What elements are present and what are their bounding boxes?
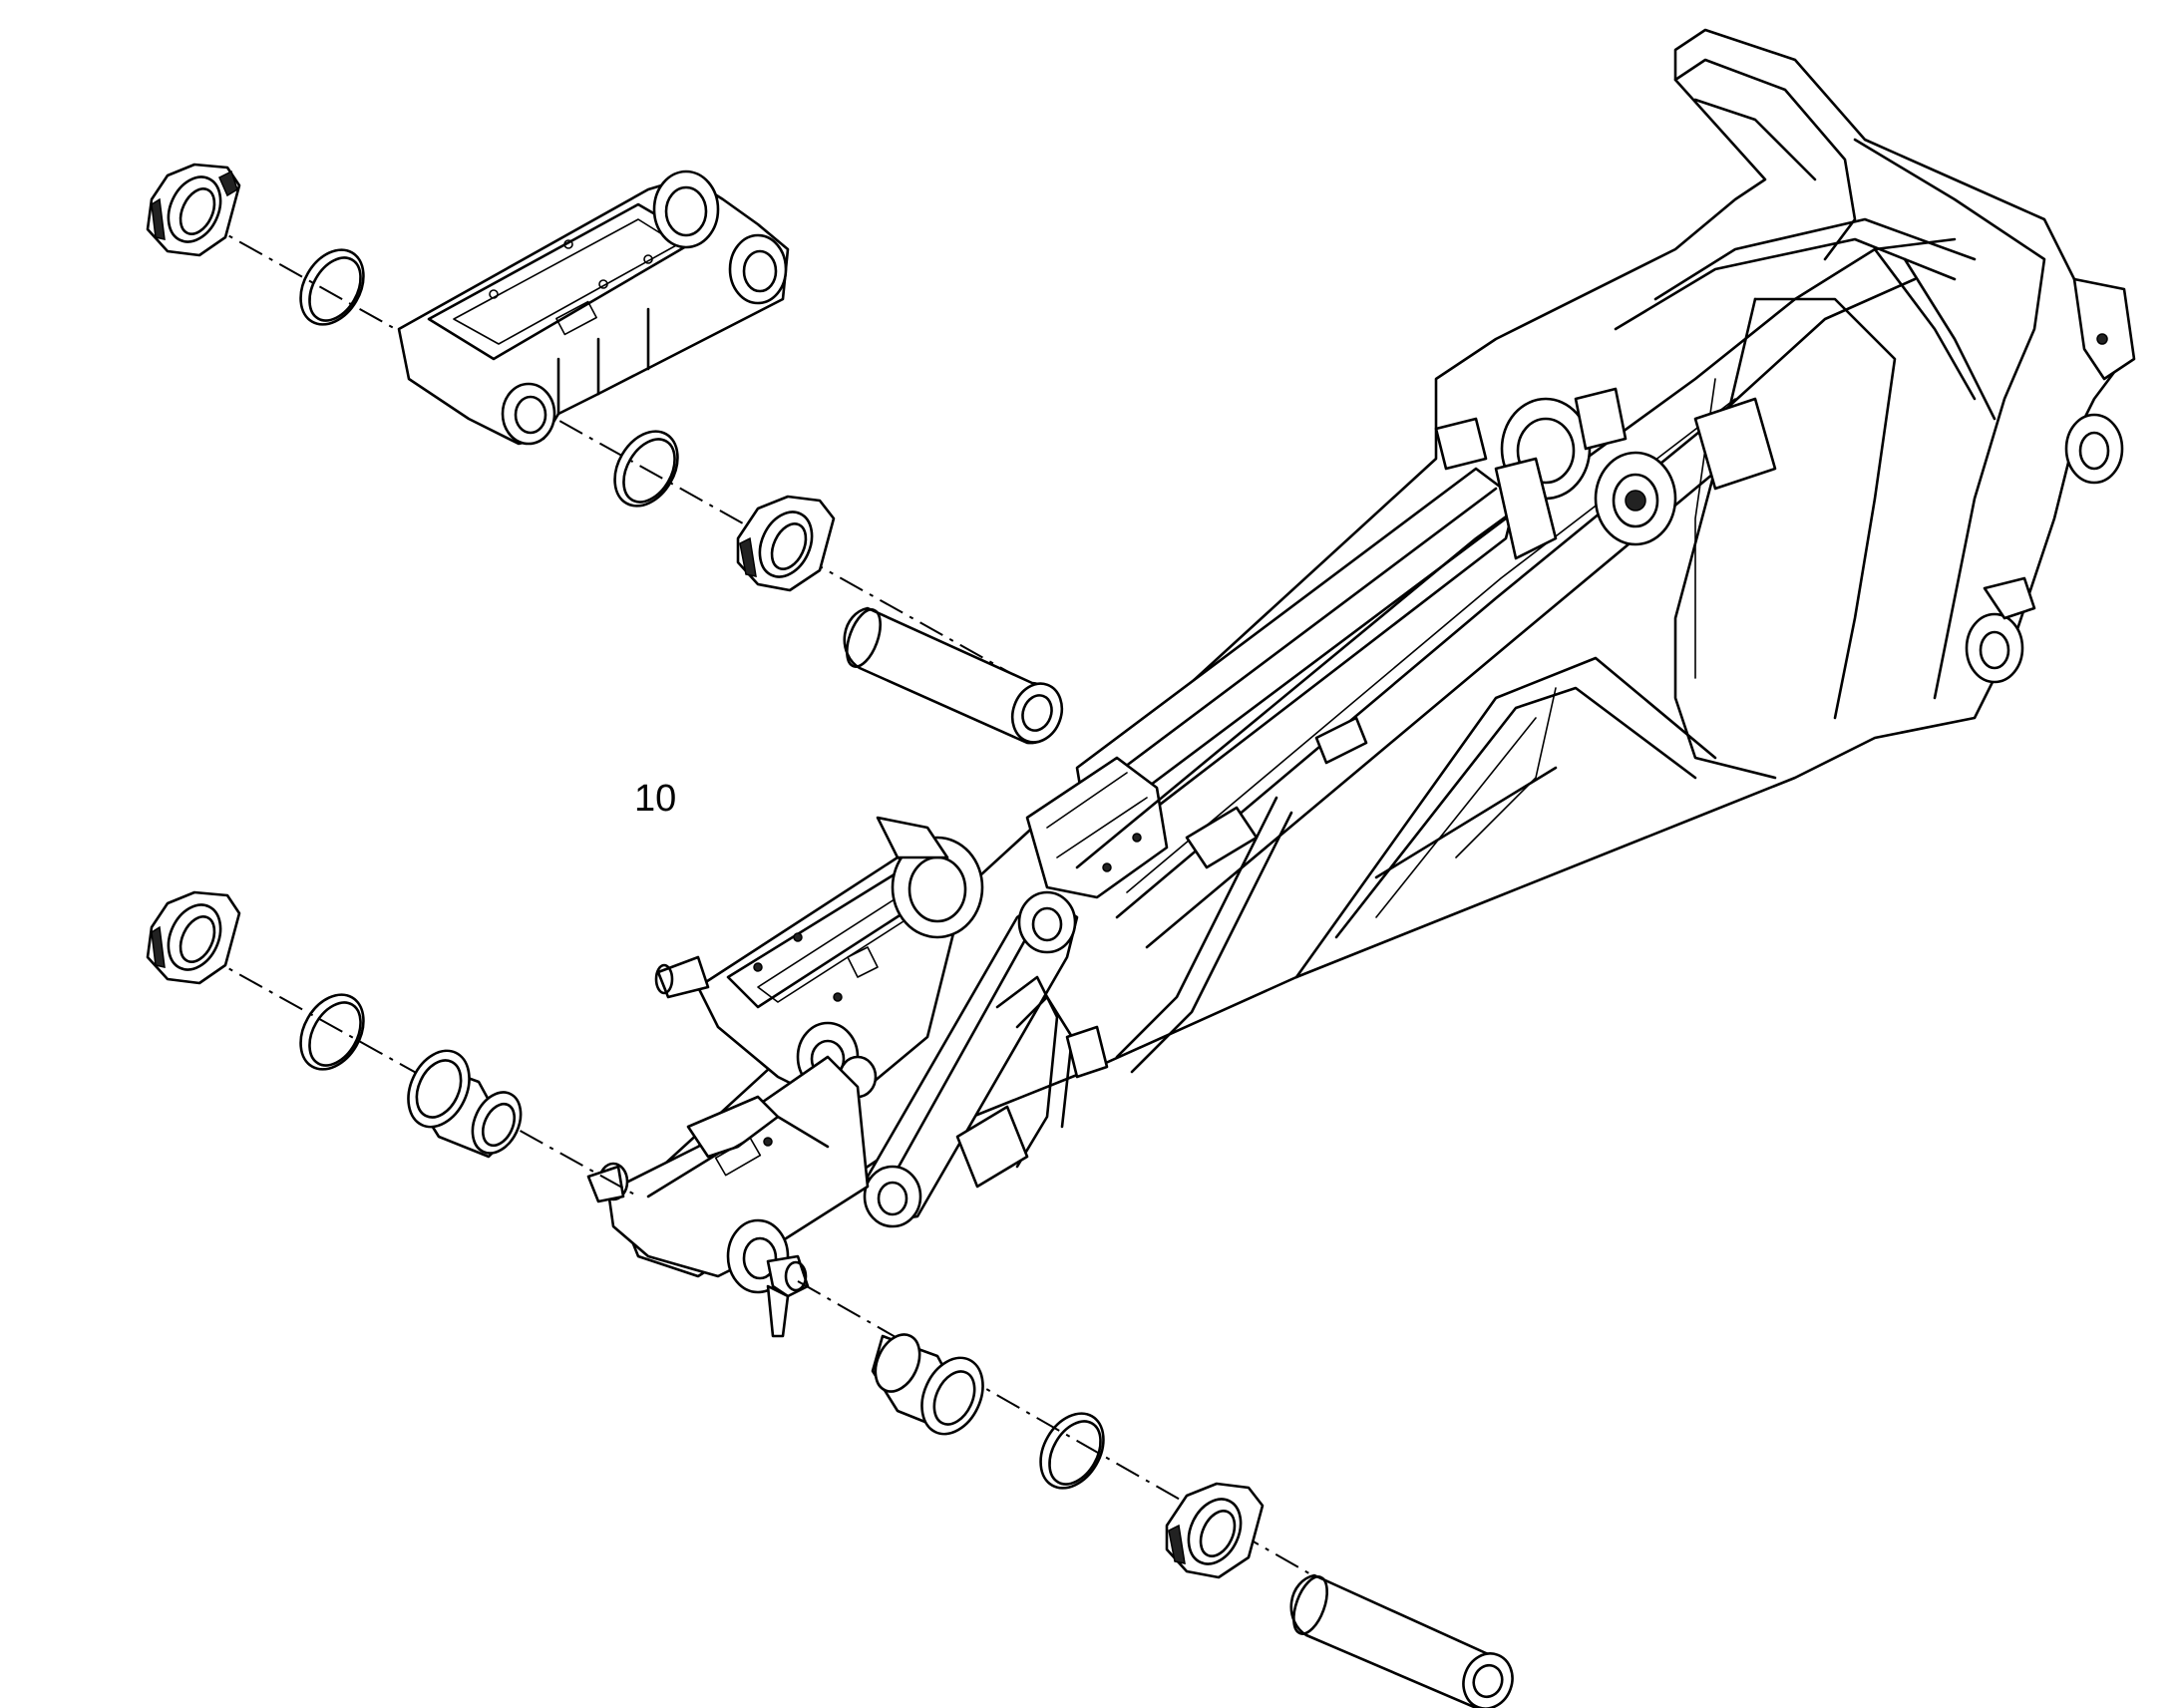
lower-left-collar-nut bbox=[146, 890, 241, 985]
top-left-collar-nut bbox=[146, 163, 241, 257]
hydraulic-hose-upper bbox=[1075, 237, 1957, 869]
lower-left-bushing bbox=[407, 1049, 523, 1159]
upper-pivot-cluster bbox=[1434, 387, 1777, 560]
lower-link-arm bbox=[863, 890, 1079, 1228]
boom-foot-pin-clip bbox=[766, 1254, 810, 1338]
lower-right-collar-nut bbox=[1165, 1482, 1265, 1579]
hose-clamp-2 bbox=[1314, 716, 1368, 765]
lower-right-retaining-ring bbox=[1039, 1412, 1105, 1490]
top-left-retaining-ring bbox=[299, 248, 365, 326]
top-middle-retaining-ring bbox=[613, 430, 679, 508]
top-assembly-axis-line bbox=[198, 218, 1038, 689]
top-middle-collar-nut bbox=[736, 495, 836, 592]
lower-pin bbox=[1289, 1573, 1514, 1708]
top-linkage-exploded-group bbox=[146, 163, 1064, 745]
top-pin bbox=[843, 606, 1064, 745]
boom-foot bbox=[586, 1055, 870, 1294]
lower-assembly-axis-line-2 bbox=[797, 1280, 1357, 1601]
top-link-bracket bbox=[397, 170, 790, 446]
callout-label: 10 bbox=[634, 778, 677, 820]
boom-head-pivot bbox=[1965, 413, 2124, 684]
hydraulic-cylinder bbox=[1025, 467, 1518, 899]
lower-foot-exploded-group bbox=[146, 890, 1514, 1708]
main-boom-arm bbox=[586, 28, 2136, 1338]
lower-right-bushing bbox=[871, 1333, 984, 1436]
lower-left-retaining-ring bbox=[299, 993, 365, 1071]
